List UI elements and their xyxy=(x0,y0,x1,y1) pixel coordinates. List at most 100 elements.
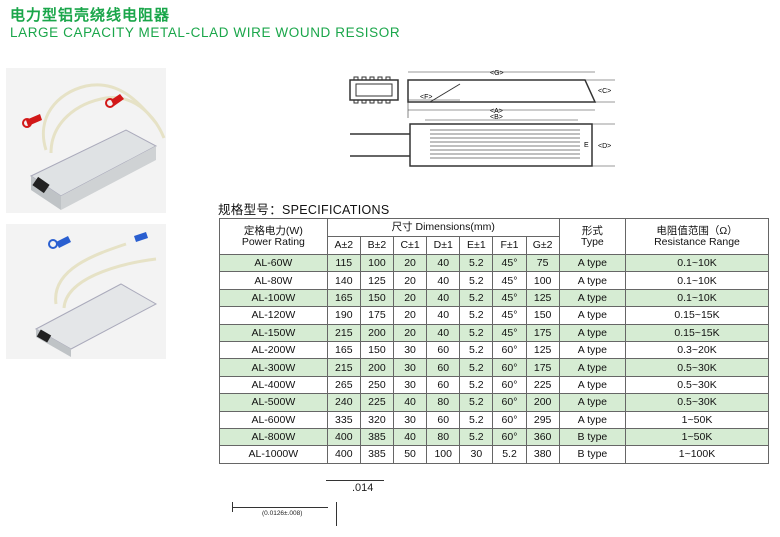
cell-c: 20 xyxy=(392,288,428,308)
cell-f: 60° xyxy=(492,340,527,360)
cell-type: A type xyxy=(558,271,627,290)
cell-d: 100 xyxy=(426,445,461,464)
cell-range: 0.5~30K xyxy=(625,358,769,377)
cell-b: 100 xyxy=(359,253,395,273)
header-dim-d: D±1 xyxy=(426,236,461,255)
cell-range: 1~50K xyxy=(625,427,769,447)
residual-dimension-line xyxy=(232,507,328,508)
cell-c: 20 xyxy=(392,323,428,342)
cell-e: 5.2 xyxy=(459,288,494,308)
cell-g: 380 xyxy=(525,445,560,464)
cell-c: 20 xyxy=(392,306,428,325)
cell-type: A type xyxy=(558,253,627,273)
residual-text-fragment: .014 xyxy=(352,482,374,494)
cell-power: AL-80W xyxy=(219,271,328,290)
cell-power: AL-500W xyxy=(219,393,328,412)
cell-b: 320 xyxy=(359,410,395,429)
cell-g: 150 xyxy=(525,306,560,325)
cell-a: 215 xyxy=(326,358,361,377)
residual-rule xyxy=(326,480,384,481)
cell-b: 150 xyxy=(359,340,395,360)
cell-f: 60° xyxy=(492,427,527,447)
cell-d: 60 xyxy=(426,410,461,429)
cell-power: AL-400W xyxy=(219,375,328,395)
cell-e: 5.2 xyxy=(459,393,494,412)
cell-d: 60 xyxy=(426,358,461,377)
cell-e: 5.2 xyxy=(459,323,494,342)
cell-g: 125 xyxy=(525,340,560,360)
cell-f: 45° xyxy=(492,253,527,273)
cell-g: 295 xyxy=(525,410,560,429)
cell-e: 30 xyxy=(459,445,494,464)
cell-type: A type xyxy=(558,358,627,377)
cell-e: 5.2 xyxy=(459,340,494,360)
cell-range: 0.1~10K xyxy=(625,271,769,290)
specifications-table: 定格电力(W) Power Rating 尺寸 Dimensions(mm) 形… xyxy=(219,218,769,464)
title-chinese: 电力型铝壳绕线电阻器 xyxy=(10,7,171,24)
cell-type: A type xyxy=(558,288,627,308)
cell-a: 140 xyxy=(326,271,361,290)
cell-range: 1~50K xyxy=(625,410,769,429)
cell-a: 400 xyxy=(326,445,361,464)
header-resistance-range: 电阻值范围（Ω） Resistance Range xyxy=(625,218,769,255)
cell-f: 5.2 xyxy=(492,445,527,464)
cell-b: 385 xyxy=(359,427,395,447)
cell-a: 265 xyxy=(326,375,361,395)
cell-d: 40 xyxy=(426,253,461,273)
cell-f: 60° xyxy=(492,410,527,429)
cell-a: 165 xyxy=(326,288,361,308)
cell-power: AL-1000W xyxy=(219,445,328,464)
cell-e: 5.2 xyxy=(459,306,494,325)
header-dim-c: C±1 xyxy=(392,236,428,255)
residual-tick-right xyxy=(336,502,337,526)
cell-g: 100 xyxy=(525,271,560,290)
cell-e: 5.2 xyxy=(459,410,494,429)
cell-e: 5.2 xyxy=(459,427,494,447)
cell-b: 175 xyxy=(359,306,395,325)
cell-a: 190 xyxy=(326,306,361,325)
cell-type: B type xyxy=(558,445,627,464)
svg-text:<F>: <F> xyxy=(420,94,432,101)
svg-text:E: E xyxy=(584,142,589,149)
cell-type: A type xyxy=(558,323,627,342)
header-power-rating: 定格电力(W) Power Rating xyxy=(219,218,328,255)
cell-d: 40 xyxy=(426,323,461,342)
cell-e: 5.2 xyxy=(459,253,494,273)
cell-range: 0.15~15K xyxy=(625,306,769,325)
cell-c: 30 xyxy=(392,358,428,377)
cell-f: 45° xyxy=(492,306,527,325)
cell-range: 0.15~15K xyxy=(625,323,769,342)
cell-power: AL-600W xyxy=(219,410,328,429)
cell-b: 150 xyxy=(359,288,395,308)
cell-range: 0.1~10K xyxy=(625,253,769,273)
product-photo-b xyxy=(6,224,166,359)
cell-power: AL-200W xyxy=(219,340,328,360)
cell-range: 0.1~10K xyxy=(625,288,769,308)
cell-g: 75 xyxy=(525,253,560,273)
svg-text:<D>: <D> xyxy=(598,143,611,150)
cell-power: AL-150W xyxy=(219,323,328,342)
cell-f: 60° xyxy=(492,375,527,395)
cell-type: B type xyxy=(558,427,627,447)
cell-b: 250 xyxy=(359,375,395,395)
product-photo-a xyxy=(6,68,166,213)
header-dim-b: B±2 xyxy=(359,236,395,255)
cell-power: AL-100W xyxy=(219,288,328,308)
residual-tick-left xyxy=(232,502,233,512)
cell-c: 30 xyxy=(392,340,428,360)
cell-c: 30 xyxy=(392,410,428,429)
cell-type: A type xyxy=(558,306,627,325)
cell-type: A type xyxy=(558,410,627,429)
cell-a: 115 xyxy=(326,253,361,273)
dim-label-g: <G> xyxy=(490,70,504,77)
header-dim-g: G±2 xyxy=(525,236,560,255)
cell-type: A type xyxy=(558,393,627,412)
cell-c: 40 xyxy=(392,393,428,412)
cell-b: 225 xyxy=(359,393,395,412)
